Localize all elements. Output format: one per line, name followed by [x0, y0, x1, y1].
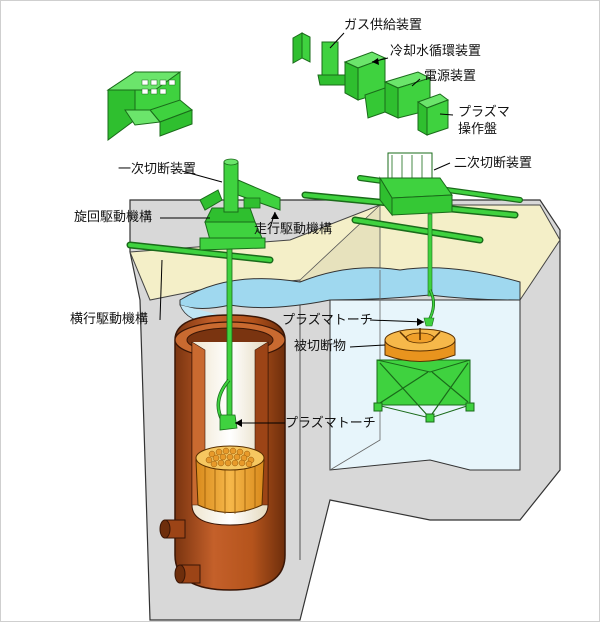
- label-gas-supply: ガス供給装置: [344, 18, 423, 33]
- label-cut-object: 被切断物: [294, 339, 347, 354]
- coolant-unit: [343, 51, 387, 101]
- gas-supply-unit: [292, 32, 349, 86]
- label-plasma-panel: プラズマ 操作盤: [458, 105, 510, 137]
- cutting-stand: [373, 359, 475, 423]
- label-traverse-drive: 横行駆動機構: [70, 312, 149, 327]
- label-rotation-drive: 旋回駆動機構: [74, 210, 153, 225]
- secondary-cutter: [379, 152, 453, 327]
- control-console: [106, 71, 193, 141]
- core-fuel-assemblies: [195, 445, 265, 514]
- label-coolant-circulation: 冷却水循環装置: [390, 44, 482, 59]
- label-plasma-torch-lower: プラズマトーチ: [285, 416, 376, 431]
- label-secondary-cutter: 二次切断装置: [454, 156, 533, 171]
- cut-object-drum: [384, 328, 456, 362]
- primary-cutter: [199, 158, 281, 431]
- label-power-supply: 電源装置: [424, 69, 477, 84]
- vessel-nozzles: [159, 519, 201, 584]
- reactor-vessel: [159, 314, 286, 591]
- label-primary-cutter: 一次切断装置: [118, 162, 197, 177]
- power-unit: [364, 71, 432, 119]
- plasma-panel-unit: [416, 93, 450, 136]
- leader-arrowheads: [235, 58, 424, 427]
- label-plasma-torch-upper: プラズマトーチ: [282, 313, 373, 328]
- label-travel-drive: 走行駆動機構: [254, 222, 333, 237]
